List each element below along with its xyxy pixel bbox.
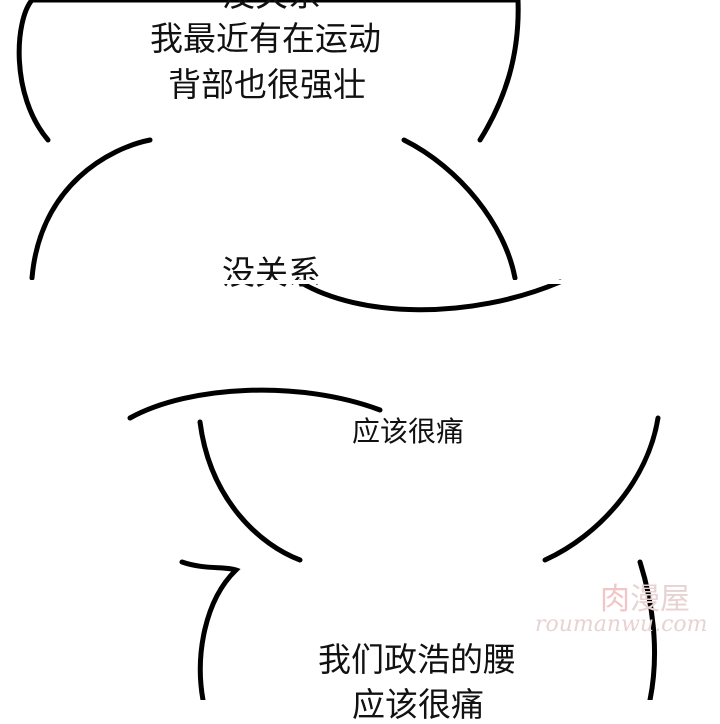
comic-artwork <box>16 0 661 700</box>
panel-1-line-3: 背部也很强壮 <box>168 65 366 104</box>
panel-2-text: 没关系 <box>222 253 321 292</box>
watermark-brand: 肉漫屋 <box>600 574 690 618</box>
watermark-prefix: 肉 <box>600 582 630 617</box>
speech-bubble-4-arc <box>127 387 383 421</box>
speech-bubble-1 <box>16 0 521 143</box>
panel-4-line-2: 应该很痛 <box>352 685 484 724</box>
speech-bubble-2-right <box>401 137 518 281</box>
panel-1-line-2: 我最近有在运动 <box>150 19 381 58</box>
speech-bubble-3-top <box>297 279 563 313</box>
watermark-site: roumanwu.com <box>535 612 708 637</box>
panel-1-line-1: 没关系 <box>222 0 321 11</box>
watermark-brand-name: 漫屋 <box>630 582 690 617</box>
speech-bubble-3-bottom <box>197 415 661 563</box>
panel-3-text: 应该很痛 <box>352 415 465 448</box>
panel-gap-1 <box>0 280 720 284</box>
panel-4-line-1: 我们政浩的腰 <box>318 640 516 679</box>
speech-bubble-2 <box>29 137 153 281</box>
speech-bubble-5 <box>179 559 241 700</box>
speech-bubble-5-right <box>637 559 658 700</box>
